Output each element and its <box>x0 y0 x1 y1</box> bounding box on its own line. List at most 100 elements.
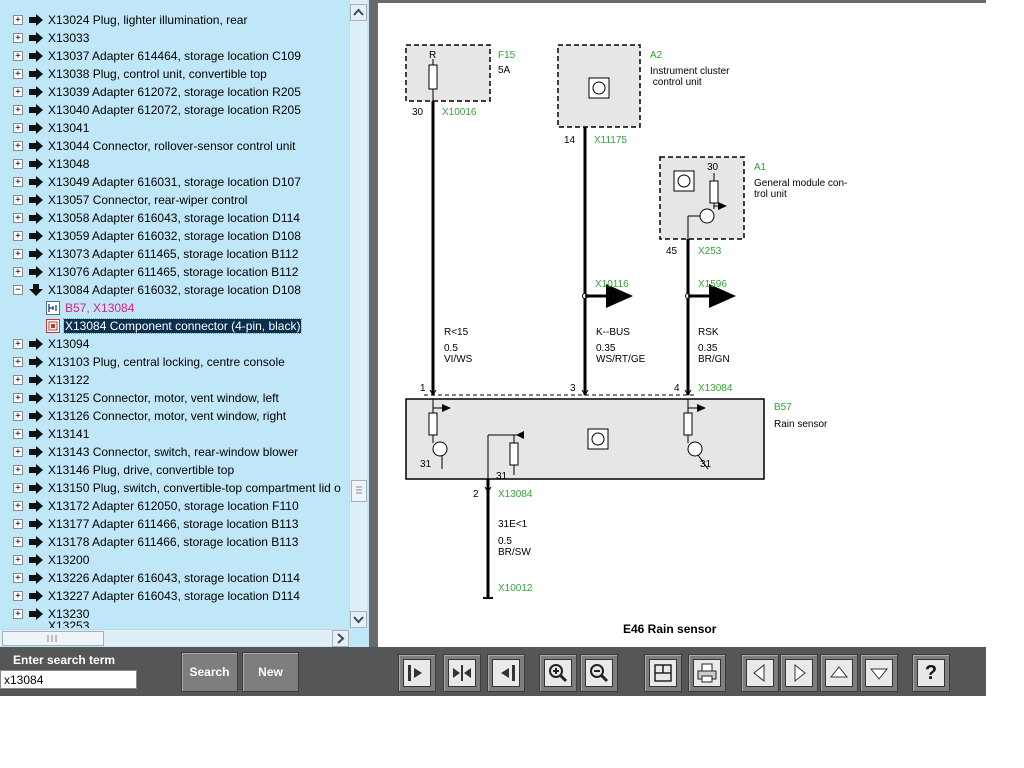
arrow-right-icon <box>29 266 43 278</box>
tree-item[interactable]: +X13146 Plug, drive, convertible top <box>0 461 348 479</box>
expand-toggle[interactable]: − <box>13 285 23 295</box>
tree-item[interactable]: +X13103 Plug, central locking, centre co… <box>0 353 348 371</box>
scroll-up-button[interactable] <box>350 4 367 21</box>
tree-item[interactable]: +X13125 Connector, motor, vent window, l… <box>0 389 348 407</box>
expand-toggle[interactable]: + <box>13 87 23 97</box>
expand-toggle[interactable]: + <box>13 591 23 601</box>
search-button[interactable]: Search <box>181 652 238 692</box>
nav-down-button[interactable] <box>860 654 898 692</box>
expand-toggle[interactable]: + <box>13 411 23 421</box>
tree-item[interactable]: +X13037 Adapter 614464, storage location… <box>0 47 348 65</box>
expand-toggle[interactable]: + <box>13 105 23 115</box>
expand-toggle[interactable]: + <box>13 231 23 241</box>
tree-item[interactable]: +X13038 Plug, control unit, convertible … <box>0 65 348 83</box>
new-button[interactable]: New <box>242 652 299 692</box>
horizontal-scroll-thumb[interactable] <box>2 631 104 646</box>
expand-toggle[interactable]: + <box>13 33 23 43</box>
layout-button[interactable] <box>644 654 682 692</box>
b57-box <box>405 398 765 480</box>
expand-toggle[interactable]: + <box>13 357 23 367</box>
tree-subitem-connector[interactable]: X13084 Component connector (4-pin, black… <box>0 317 348 335</box>
tree-item[interactable]: +X13059 Adapter 616032, storage location… <box>0 227 348 245</box>
expand-toggle[interactable]: + <box>13 15 23 25</box>
align-left-button[interactable] <box>398 654 436 692</box>
arrow-right-icon <box>29 104 43 116</box>
expand-toggle[interactable]: + <box>13 465 23 475</box>
zoom-out-button[interactable] <box>580 654 618 692</box>
tree-item[interactable]: +X13024 Plug, lighter illumination, rear <box>0 11 348 29</box>
tree-item[interactable]: +X13044 Connector, rollover-sensor contr… <box>0 137 348 155</box>
expand-toggle[interactable]: + <box>13 429 23 439</box>
panel-divider[interactable] <box>369 0 378 647</box>
tree-item[interactable]: X13253 <box>0 619 348 628</box>
expand-toggle[interactable]: + <box>13 249 23 259</box>
expand-toggle[interactable]: + <box>13 537 23 547</box>
expand-toggle[interactable]: + <box>13 609 23 619</box>
vertical-scroll-thumb[interactable] <box>351 480 367 502</box>
expand-toggle[interactable]: + <box>13 555 23 565</box>
expand-toggle[interactable]: + <box>13 141 23 151</box>
tree-item[interactable]: +X13141 <box>0 425 348 443</box>
scroll-right-button[interactable] <box>332 630 349 647</box>
tree-item[interactable]: +X13040 Adapter 612072, storage location… <box>0 101 348 119</box>
expand-toggle[interactable]: + <box>13 519 23 529</box>
tree-item[interactable]: −X13084 Adapter 616032, storage location… <box>0 281 348 299</box>
tree-item[interactable]: +X13178 Adapter 611466, storage location… <box>0 533 348 551</box>
tree-item[interactable]: +X13126 Connector, motor, vent window, r… <box>0 407 348 425</box>
expand-toggle[interactable]: + <box>13 123 23 133</box>
expand-toggle[interactable]: + <box>13 573 23 583</box>
expand-toggle[interactable]: + <box>13 447 23 457</box>
align-right-button[interactable] <box>487 654 525 692</box>
search-input[interactable] <box>0 670 137 689</box>
a2-module-icon <box>588 77 610 99</box>
expand-toggle[interactable]: + <box>13 339 23 349</box>
tree-item[interactable]: +X13200 <box>0 551 348 569</box>
align-center-button[interactable] <box>443 654 481 692</box>
expand-toggle[interactable]: + <box>13 195 23 205</box>
tree-item[interactable]: +X13041 <box>0 119 348 137</box>
expand-toggle[interactable]: + <box>13 177 23 187</box>
tree-item[interactable]: +X13150 Plug, switch, convertible-top co… <box>0 479 348 497</box>
tree-item[interactable]: +X13230 <box>0 605 348 623</box>
nav-right-button[interactable] <box>780 654 818 692</box>
tree-item[interactable]: +X13122 <box>0 371 348 389</box>
tree-item[interactable]: +X13057 Connector, rear-wiper control <box>0 191 348 209</box>
nav-up-button[interactable] <box>820 654 858 692</box>
zoom-in-button[interactable] <box>539 654 577 692</box>
a1-box <box>659 156 745 240</box>
expand-toggle[interactable]: + <box>13 483 23 493</box>
tree-item[interactable]: +X13076 Adapter 611465, storage location… <box>0 263 348 281</box>
expand-toggle[interactable]: + <box>13 159 23 169</box>
nav-left-button[interactable] <box>741 654 779 692</box>
scroll-down-button[interactable] <box>350 611 367 628</box>
print-button[interactable] <box>688 654 726 692</box>
expand-toggle[interactable]: + <box>13 501 23 511</box>
expand-toggle[interactable]: + <box>13 393 23 403</box>
vertical-scrollbar[interactable] <box>349 0 367 628</box>
zoom-out-icon <box>590 664 609 683</box>
tree-item[interactable]: +X13172 Adapter 612050, storage location… <box>0 497 348 515</box>
tree-item[interactable]: +X13033 <box>0 29 348 47</box>
horizontal-scrollbar[interactable] <box>0 629 349 647</box>
tree-item[interactable]: +X13094 <box>0 335 348 353</box>
arrow-right-icon <box>29 86 43 98</box>
tree-item[interactable]: +X13049 Adapter 616031, storage location… <box>0 173 348 191</box>
tree-item[interactable]: + X13058 Adapter 616043, storage location… <box>0 209 348 227</box>
expand-toggle[interactable]: + <box>13 51 23 61</box>
tree-item[interactable]: +X13073 Adapter 611465, storage location… <box>0 245 348 263</box>
tree-item[interactable]: +X13143 Connector, switch, rear-window b… <box>0 443 348 461</box>
tree-item[interactable]: +X13227 Adapter 616043, storage location… <box>0 587 348 605</box>
expand-toggle[interactable]: + <box>13 69 23 79</box>
tree-item[interactable]: +X13226 Adapter 616043, storage location… <box>0 569 348 587</box>
help-button[interactable]: ? <box>912 654 950 692</box>
expand-toggle[interactable]: + <box>13 375 23 385</box>
expand-toggle[interactable]: + <box>13 213 23 223</box>
fuse-connector: X10016 <box>442 107 477 118</box>
tree-item[interactable]: + X13177 Adapter 611466, storage location… <box>0 515 348 533</box>
tree-subitem-schematic[interactable]: B57, X13084 <box>0 299 348 317</box>
tree-item[interactable]: +X13039 Adapter 612072, storage location… <box>0 83 348 101</box>
tree-item[interactable]: +X13048 <box>0 155 348 173</box>
tree-item-label: X13177 Adapter 611466, storage location … <box>48 517 299 531</box>
expand-toggle[interactable]: + <box>13 267 23 277</box>
tree-item-label: X13058 Adapter 616043, storage location … <box>48 211 300 225</box>
